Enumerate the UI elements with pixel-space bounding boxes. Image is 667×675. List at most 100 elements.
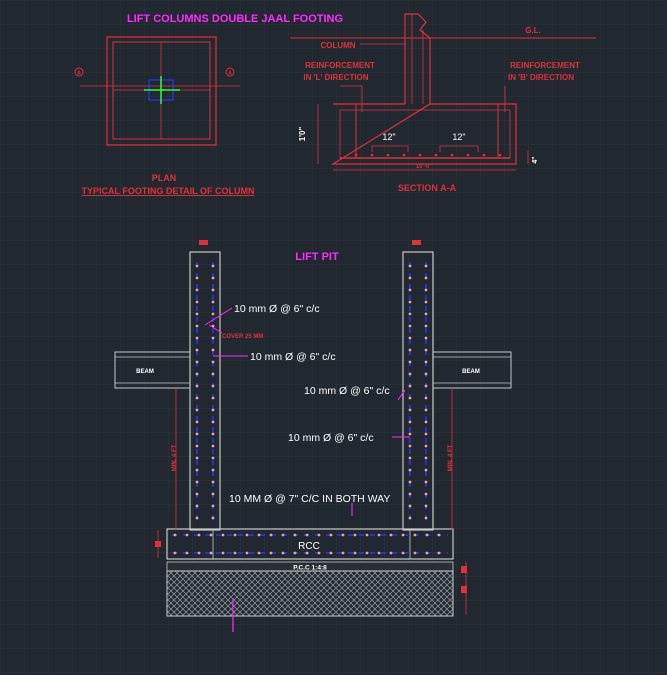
rebar-dot — [408, 372, 412, 376]
rebar-dot — [197, 551, 201, 555]
rebar-dot — [437, 551, 441, 555]
wall-bar-dots — [195, 264, 428, 520]
section-marker-right — [225, 67, 235, 77]
rebar-dot — [197, 533, 201, 537]
rcc-base-slab — [166, 528, 454, 560]
rebar-dot — [377, 533, 381, 537]
rebar-dot — [211, 372, 215, 376]
rebar-dot — [408, 276, 412, 280]
beam-right-label: BEAM — [462, 369, 480, 375]
base-reinforcement — [172, 534, 448, 554]
rebar-dot — [211, 348, 215, 352]
rebar-dot — [408, 468, 412, 472]
rebar-dot — [209, 551, 213, 555]
rebar-dot — [408, 384, 412, 388]
rebar-dot — [211, 336, 215, 340]
rebar-dot — [413, 551, 417, 555]
rebar-dot — [195, 288, 199, 292]
rebar-dot — [341, 533, 345, 537]
rebar-dot — [293, 533, 297, 537]
wall-top-tick-left — [199, 240, 208, 245]
rebar-dot — [424, 288, 428, 292]
rebar-dot — [389, 551, 393, 555]
rebar-dot — [317, 533, 321, 537]
section-marker-left-text: A — [77, 71, 81, 77]
rebar-dot — [195, 480, 199, 484]
rebar-dot — [211, 276, 215, 280]
min-depth-right-label: MIN. 4 FT — [448, 444, 454, 471]
bottom-mesh-dots — [354, 153, 502, 157]
rebar-dot — [211, 492, 215, 496]
rebar-dot — [425, 533, 429, 537]
rebar-dot — [281, 551, 285, 555]
spacing-left-label: 12" — [382, 132, 395, 142]
rebar-dot — [195, 516, 199, 520]
rebar-dot — [408, 336, 412, 340]
rebar-dot — [424, 336, 428, 340]
rebar-dot — [317, 551, 321, 555]
rebar-dot — [408, 324, 412, 328]
rebar-dot — [211, 264, 215, 268]
rebar-dot — [195, 324, 199, 328]
rebar-dot — [221, 551, 225, 555]
rebar-dot — [211, 516, 215, 520]
footing-outline — [330, 103, 517, 165]
rebar-dot — [408, 432, 412, 436]
rebar-dot — [424, 312, 428, 316]
note-base: 10 MM Ø @ 7" C/C IN BOTH WAY — [229, 493, 390, 505]
beam-left-label: BEAM — [136, 369, 154, 375]
pcc-label: P.C.C 1:4:8 — [293, 565, 327, 572]
rebar-dot — [211, 480, 215, 484]
rebar-dot — [437, 533, 441, 537]
rebar-dot — [211, 360, 215, 364]
rebar-dot — [424, 456, 428, 460]
rebar-dot — [195, 432, 199, 436]
rebar-dot — [257, 551, 261, 555]
base-bar-dots — [173, 533, 441, 555]
rebar-dot — [408, 360, 412, 364]
rebar-dot — [211, 396, 215, 400]
rebar-dot — [365, 551, 369, 555]
drawing-title: LIFT COLUMNS DOUBLE JAAL FOOTING — [127, 13, 343, 25]
rebar-dot — [424, 348, 428, 352]
rebar-dot — [257, 533, 261, 537]
rebar-dot — [424, 300, 428, 304]
rcc-label: RCC — [298, 541, 320, 552]
rebar-dot — [413, 533, 417, 537]
rebar-dot — [408, 456, 412, 460]
lift-pit-title: LIFT PIT — [295, 251, 339, 263]
depth-label: 1'0" — [298, 126, 307, 141]
section-marker-right-text: A — [228, 71, 232, 77]
rebar-dot — [211, 444, 215, 448]
rebar-dot — [401, 533, 405, 537]
rebar-dot — [195, 384, 199, 388]
rebar-dot — [211, 504, 215, 508]
note-cover: COVER 25 MM — [222, 334, 263, 340]
rebar-dot — [365, 533, 369, 537]
rebar-dot — [211, 456, 215, 460]
rebar-dot — [408, 288, 412, 292]
rebar-dot — [195, 492, 199, 496]
section-aa-view: G.L. 12" 12" COLUMN REINFORCEMENT IN 'L'… — [290, 13, 596, 193]
rebar-dot — [195, 300, 199, 304]
pit-wall-right — [402, 251, 434, 531]
rebar-dot — [424, 432, 428, 436]
rebar-dot — [195, 396, 199, 400]
annotation-leaders — [204, 307, 410, 516]
rebar-dot — [424, 420, 428, 424]
rebar-dot — [245, 551, 249, 555]
rebar-dot — [424, 324, 428, 328]
gl-label: G.L. — [525, 26, 541, 35]
reinf-b-line-2: IN 'B' DIRECTION — [508, 73, 574, 82]
spacing-right-label: 12" — [452, 132, 465, 142]
rebar-dot — [195, 468, 199, 472]
rebar-dot — [408, 264, 412, 268]
rebar-dot — [195, 408, 199, 412]
wall-top-tick-right — [412, 240, 421, 245]
rebar-dot — [424, 480, 428, 484]
rebar-dot — [195, 336, 199, 340]
rebar-dot — [211, 408, 215, 412]
rebar-dot — [408, 348, 412, 352]
rebar-dot — [401, 551, 405, 555]
rebar-dot — [195, 360, 199, 364]
